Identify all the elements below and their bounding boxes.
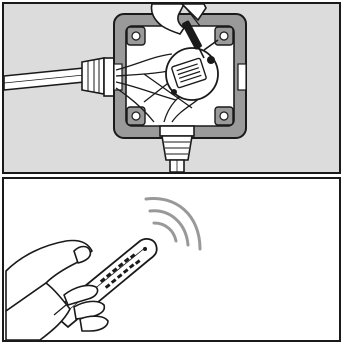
- remote-control-panel: [2, 177, 341, 342]
- remote-control-illustration: [4, 179, 339, 340]
- left-cable-gland: [82, 58, 116, 96]
- left-cable: [4, 68, 84, 90]
- junction-box-illustration: [4, 4, 339, 172]
- junction-box-panel: [2, 2, 341, 174]
- bottom-cable-gland: [160, 126, 194, 172]
